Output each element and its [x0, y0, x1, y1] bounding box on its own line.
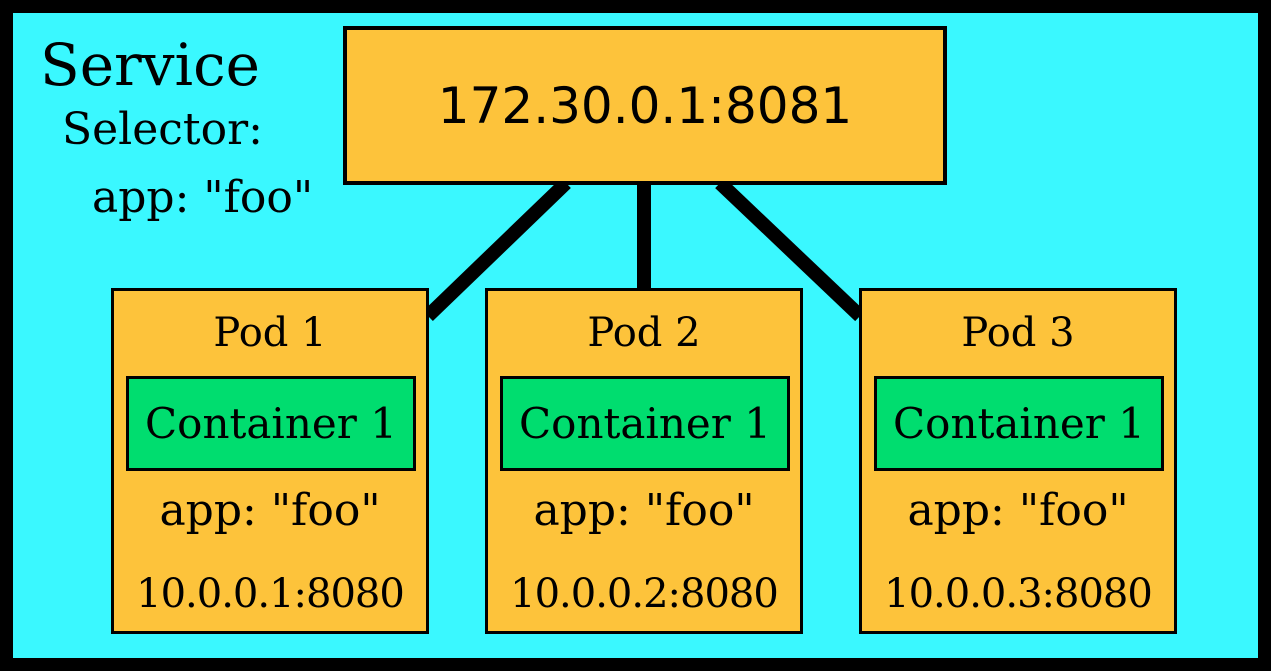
- container-label: Container 1: [145, 398, 397, 448]
- container-label: Container 1: [893, 398, 1145, 448]
- pod-title: Pod 1: [213, 310, 327, 356]
- pod-2: Pod 2 Container 1 app: "foo" 10.0.0.2:80…: [485, 288, 803, 634]
- pod-address: 10.0.0.2:8080: [510, 571, 779, 617]
- connector-pod-1: [423, 177, 571, 322]
- pod-title: Pod 2: [587, 310, 701, 356]
- service-endpoint: 172.30.0.1:8081: [343, 26, 947, 185]
- pod-address: 10.0.0.3:8080: [884, 571, 1153, 617]
- service-endpoint-address: 172.30.0.1:8081: [437, 76, 853, 135]
- pod-label: app: "foo": [159, 485, 381, 536]
- service-selector-label: Selector:: [62, 104, 263, 155]
- container-box: Container 1: [874, 376, 1164, 471]
- service-selector-value: app: "foo": [92, 172, 314, 223]
- pod-title: Pod 3: [961, 310, 1075, 356]
- pod-1: Pod 1 Container 1 app: "foo" 10.0.0.1:80…: [111, 288, 429, 634]
- container-box: Container 1: [126, 376, 416, 471]
- pod-address: 10.0.0.1:8080: [136, 571, 405, 617]
- container-label: Container 1: [519, 398, 771, 448]
- container-box: Container 1: [500, 376, 790, 471]
- service-title: Service: [40, 31, 260, 99]
- pod-3: Pod 3 Container 1 app: "foo" 10.0.0.3:80…: [859, 288, 1177, 634]
- connector-pod-3: [715, 177, 865, 322]
- pod-label: app: "foo": [907, 485, 1129, 536]
- pod-label: app: "foo": [533, 485, 755, 536]
